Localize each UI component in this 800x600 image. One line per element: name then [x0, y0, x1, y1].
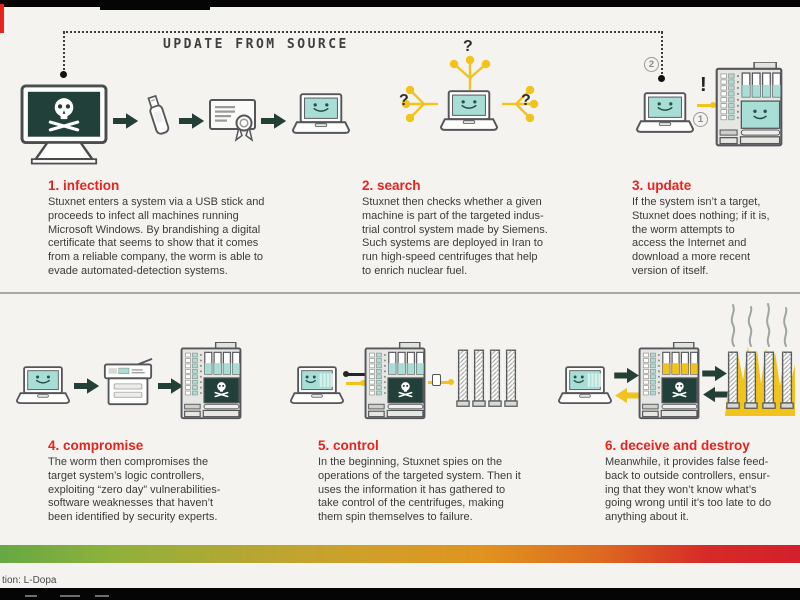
step-3-heading: 3. update — [632, 178, 692, 193]
step-2-heading: 2. search — [362, 178, 421, 193]
severity-gradient-bar — [0, 545, 800, 563]
industrial-controller-skull-icon — [638, 342, 700, 420]
cutoff-text-fragment — [95, 595, 109, 597]
printer-icon — [102, 357, 154, 407]
burning-centrifuges-icon — [725, 303, 795, 416]
red-edge-accent — [0, 4, 4, 33]
yellow-link-line — [697, 104, 713, 107]
top-cutoff-bar — [0, 0, 800, 7]
arrow-right-icon — [614, 367, 640, 384]
circled-step-2-marker-text: 2 — [648, 59, 655, 70]
question-mark-left: ? — [399, 92, 409, 109]
arrow-right-icon — [179, 112, 205, 130]
digital-certificate-icon — [209, 97, 257, 143]
section-divider — [0, 292, 800, 294]
yellow-link-line — [346, 382, 366, 385]
industrial-controller-skull-icon — [364, 342, 426, 420]
industrial-controller-smiley-icon — [715, 62, 783, 147]
clean-laptop-icon — [292, 93, 350, 136]
step-4-heading: 4. compromise — [48, 438, 144, 453]
exclamation-alert: ! — [700, 74, 707, 96]
black-link-line — [346, 373, 366, 376]
monitoring-laptop-icon — [290, 366, 344, 406]
step-6-heading: 6. deceive and destroy — [605, 438, 750, 453]
dotted-route-left-segment — [63, 32, 65, 74]
monitoring-laptop-icon — [558, 366, 612, 406]
question-mark-top: ? — [463, 38, 473, 55]
illustration-credit: tion: L-Dopa — [2, 575, 57, 586]
step-1-body: Stuxnet enters a system via a USB stick … — [48, 196, 265, 277]
circled-step-2-marker: 2 — [644, 57, 659, 72]
arrow-right-icon — [261, 112, 287, 130]
circled-step-1-marker: 1 — [693, 112, 708, 127]
target-laptop-icon — [636, 92, 694, 135]
step-4-text-block: 4. compromise The worm then compromises … — [48, 438, 328, 525]
usb-stick-icon — [141, 92, 175, 142]
circled-step-1-marker-text: 1 — [697, 114, 704, 125]
cutoff-text-fragment — [60, 595, 80, 597]
step-6-body: Meanwhile, it provides false feed- back … — [605, 456, 772, 524]
step-2-body: Stuxnet then checks whether a given mach… — [362, 196, 548, 277]
arrow-right-icon — [74, 377, 100, 395]
cutoff-text-fragment — [25, 595, 37, 597]
route-endpoint-dot — [60, 71, 67, 78]
cutoff-header-fragment — [100, 0, 210, 10]
dotted-route-top-segment — [63, 31, 663, 33]
step-5-heading: 5. control — [318, 438, 379, 453]
yellow-link-dot — [360, 380, 366, 386]
step-3-text-block: 3. update If the system isn’t a target, … — [632, 178, 800, 279]
step-1-heading: 1. infection — [48, 178, 120, 193]
step-1-text-block: 1. infection Stuxnet enters a system via… — [48, 178, 328, 279]
yellow-link-dot — [448, 379, 454, 385]
network-branch-icon — [401, 55, 539, 123]
yellow-link-dot — [710, 102, 716, 108]
infected-desktop-skull-icon — [20, 84, 108, 166]
step-5-body: In the beginning, Stuxnet spies on the o… — [318, 456, 521, 524]
scanning-laptop-icon — [440, 90, 498, 133]
arrow-right-icon — [113, 112, 139, 130]
clean-laptop-icon — [16, 366, 70, 406]
question-mark-right: ? — [521, 92, 531, 109]
dotted-route-right-segment — [661, 32, 663, 78]
industrial-controller-skull-icon — [180, 342, 242, 420]
route-endpoint-dot — [658, 75, 665, 82]
update-from-source-label: UPDATE FROM SOURCE — [163, 37, 349, 52]
step-6-text-block: 6. deceive and destroy Meanwhile, it pro… — [605, 438, 800, 525]
step-3-body: If the system isn’t a target, Stuxnet do… — [632, 196, 770, 277]
step-4-body: The worm then compromises the target sys… — [48, 456, 221, 524]
yellow-arrow-left-icon — [614, 387, 640, 404]
foreground-flames — [739, 388, 781, 416]
smoke-wisps — [730, 303, 788, 347]
step-2-text-block: 2. search Stuxnet then checks whether a … — [362, 178, 612, 279]
connector-plug-icon — [432, 374, 441, 386]
bottom-cutoff-bar — [0, 588, 800, 600]
centrifuges-icon — [456, 349, 518, 408]
step-5-text-block: 5. control In the beginning, Stuxnet spi… — [318, 438, 578, 525]
